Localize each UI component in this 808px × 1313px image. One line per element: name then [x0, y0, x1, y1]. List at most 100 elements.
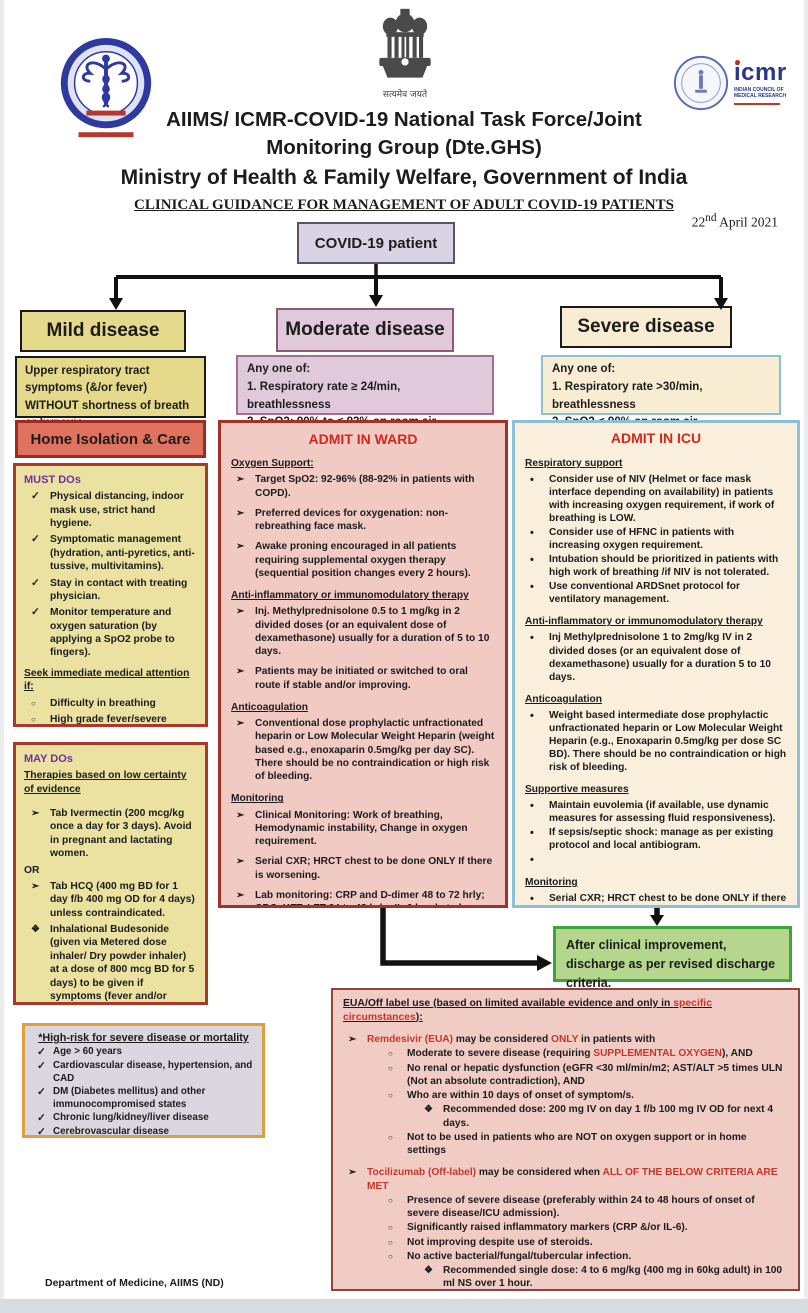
- bullet-bullet-icon: •: [530, 709, 534, 722]
- section-heading: Monitoring: [525, 877, 578, 889]
- check-bullet-icon: ✓: [37, 1111, 46, 1124]
- section-heading: Anti-inflammatory or immunomodulatory th…: [231, 590, 469, 602]
- page-title-line2: Monitoring Group (Dte.GHS): [266, 136, 542, 159]
- circle-bullet-icon: ○: [388, 1237, 393, 1247]
- list-item: ❖ Inhalational Budesonide (given via Mete…: [24, 923, 197, 1002]
- severe-disease-header: Severe disease: [560, 306, 732, 348]
- list-item: ✓Age > 60 years: [31, 1046, 256, 1060]
- list-item-text: Significantly raised inflammatory marker…: [407, 1222, 688, 1234]
- page-date: 22nd April 2021: [691, 212, 778, 230]
- emblem-motto: सत्यमेव जयते: [382, 90, 428, 100]
- circle-bullet-icon: ○: [388, 1091, 393, 1101]
- list-item-text: If sepsis/septic shock: manage as per ex…: [549, 827, 774, 852]
- list-item-text: Intubation should be prioritized in pati…: [549, 554, 779, 579]
- eua-drug-block: ➢ Remdesivir (EUA) may be considered ONLY…: [343, 1033, 788, 1157]
- list-item-text: Inhalational Budesonide (given via Meter…: [50, 924, 195, 1002]
- arrow-bullet-icon: ➢: [236, 507, 245, 519]
- flow-root-covid-patient: COVID-19 patient: [297, 222, 455, 264]
- list-item-text: Maintain euvolemia (if available, use dy…: [549, 799, 776, 825]
- check-bullet-icon: ✓: [37, 1125, 46, 1138]
- bullet-bullet-icon: •: [530, 893, 534, 906]
- section-heading: Respiratory support: [525, 457, 623, 469]
- may-dos-heading: MAY DOs: [24, 753, 73, 765]
- list-item: ✓Cerebrovascular disease: [31, 1125, 256, 1138]
- diamond-bullet-icon: ❖: [424, 1104, 433, 1116]
- list-item: ✓Cardiovascular disease, hypertension, a…: [31, 1060, 256, 1086]
- lion-capital-icon: [379, 8, 431, 78]
- check-bullet-icon: ✓: [31, 606, 40, 619]
- seek-attention-heading: Seek immediate medical attention if:: [24, 667, 190, 693]
- page-edge-right: [804, 0, 808, 1313]
- list-item: ○Not improving despite use of steroids.: [383, 1236, 788, 1249]
- eua-drug-block: ➢Tocilizumab (Off-label) may be consider…: [343, 1166, 788, 1290]
- list-item: •If sepsis/septic shock: manage as per e…: [525, 826, 787, 852]
- list-item-text: Moderate to severe disease (requiring SU…: [407, 1048, 753, 1060]
- eua-blocks: ➢ Remdesivir (EUA) may be considered ONLY…: [343, 1033, 788, 1290]
- list-item: ✓Physical distancing, indoor mask use, s…: [24, 490, 197, 530]
- criteria-line: 1. Respiratory rate ≥ 24/min, breathless…: [247, 380, 401, 411]
- list-item-text: Clinical Monitoring: Work of breathing, …: [255, 809, 468, 848]
- icmr-wordmark: icmr INDIAN COUNCIL OF MEDICAL RESEARCH: [734, 59, 787, 105]
- criteria-line: Any one of:: [247, 363, 311, 375]
- list-item: ➢ Preferred devices for oxygenation: non-…: [231, 507, 495, 534]
- list-item: ○Presence of severe disease (preferably …: [383, 1194, 788, 1221]
- page-title-line3: Ministry of Health & Family Welfare, Gov…: [120, 166, 688, 189]
- must-dos-panel: MUST DOs ✓Physical distancing, indoor ma…: [13, 463, 208, 727]
- section-heading: Supportive measures: [525, 783, 629, 795]
- list-item-text: Remdesivir (EUA) may be considered ONLY …: [367, 1034, 656, 1046]
- bullet-bullet-icon: •: [530, 581, 534, 594]
- national-emblem: सत्यमेव जयते: [362, 6, 448, 110]
- treatment-section: Anticoagulation➢Conventional dose prophy…: [231, 701, 495, 784]
- list-item: ➢Patients may be initiated or switched t…: [231, 665, 495, 692]
- icmr-tagline-rule: [734, 102, 780, 105]
- list-item: •Consider use of HFNC in patients with i…: [525, 526, 787, 552]
- list-item-text: Lab monitoring: CRP and D-dimer 48 to 72…: [255, 889, 485, 905]
- icmr-seal-icon: [673, 55, 729, 111]
- list-item: ➢Tocilizumab (Off-label) may be consider…: [343, 1166, 788, 1193]
- mild-criteria: Upper respiratory tract symptoms (&/or f…: [15, 356, 206, 429]
- list-item-text: Serial CXR; HRCT chest to be done ONLY I…: [255, 856, 493, 881]
- check-bullet-icon: ✓: [31, 533, 40, 546]
- icmr-name: icmr: [734, 59, 787, 86]
- list-item: •Use conventional ARDSnet protocol for v…: [525, 580, 787, 606]
- treatment-section: Supportive measures•Maintain euvolemia (…: [525, 783, 787, 867]
- arrow-bullet-icon: ➢: [348, 1034, 357, 1046]
- list-item: ➢Clinical Monitoring: Work of breathing,…: [231, 809, 495, 849]
- bullet-bullet-icon: •: [530, 554, 534, 567]
- criteria-line: 1. Respiratory rate >30/min, breathlessn…: [552, 380, 703, 411]
- list-item: ➢Target SpO2: 92-96% (88-92% in patients…: [231, 473, 495, 500]
- treatment-section: Oxygen Support:➢Target SpO2: 92-96% (88-…: [231, 457, 495, 580]
- list-item-text: Symptomatic management (hydration, anti-…: [50, 534, 195, 573]
- list-item-text: No active bacterial/fungal/tubercular in…: [407, 1250, 632, 1262]
- circle-bullet-icon: ○: [388, 1049, 393, 1059]
- page-edge-bottom: [0, 1299, 808, 1313]
- list-item: ➢Serial CXR; HRCT chest to be done ONLY …: [231, 855, 495, 882]
- list-item-text: Preferred devices for oxygenation: non-r…: [255, 507, 449, 533]
- list-item: • Serial CXR; HRCT chest to be done ONLY …: [525, 892, 787, 906]
- list-item: •Maintain euvolemia (if available, use d…: [525, 799, 787, 825]
- bullet-bullet-icon: •: [530, 854, 534, 867]
- circle-bullet-icon: ○: [388, 1223, 393, 1233]
- list-item-text: Who are within 10 days of onset of sympt…: [407, 1090, 634, 1102]
- list-item: ○Difficulty in breathing: [24, 697, 197, 710]
- section-heading: Anti-inflammatory or immunomodulatory th…: [525, 616, 763, 628]
- list-item: ○ Moderate to severe disease (requiring S…: [383, 1047, 788, 1060]
- moderate-disease-header: Moderate disease: [276, 308, 454, 352]
- treatment-section: Anti-inflammatory or immunomodulatory th…: [525, 615, 787, 683]
- list-item-text: Physical distancing, indoor mask use, st…: [50, 491, 184, 530]
- page-subtitle: CLINICAL GUIDANCE FOR MANAGEMENT OF ADUL…: [134, 197, 674, 213]
- list-item-text: Recommended single dose: 4 to 6 mg/kg (4…: [443, 1265, 783, 1290]
- page-title-line1: AIIMS/ ICMR-COVID-19 National Task Force…: [166, 108, 642, 131]
- bullet-bullet-icon: •: [530, 632, 534, 645]
- list-item: ○Not to be used in patients who are NOT …: [383, 1131, 788, 1158]
- diamond-bullet-icon: ❖: [31, 924, 40, 936]
- list-item-text: Conventional dose prophylactic unfractio…: [255, 718, 495, 783]
- ward-sections: Oxygen Support:➢Target SpO2: 92-96% (88-…: [231, 457, 495, 905]
- list-item: OR: [24, 864, 197, 877]
- list-item-text: Difficulty in breathing: [50, 697, 156, 709]
- criteria-line: Any one of:: [552, 363, 616, 375]
- list-item-text: Serial CXR; HRCT chest to be done ONLY i…: [549, 893, 787, 905]
- eua-off-label-panel: EUA/Off label use (based on limited avai…: [331, 988, 800, 1291]
- high-risk-panel: *High-risk for severe disease or mortali…: [22, 1023, 265, 1138]
- list-item-text: Awake proning encouraged in all patients…: [255, 541, 471, 579]
